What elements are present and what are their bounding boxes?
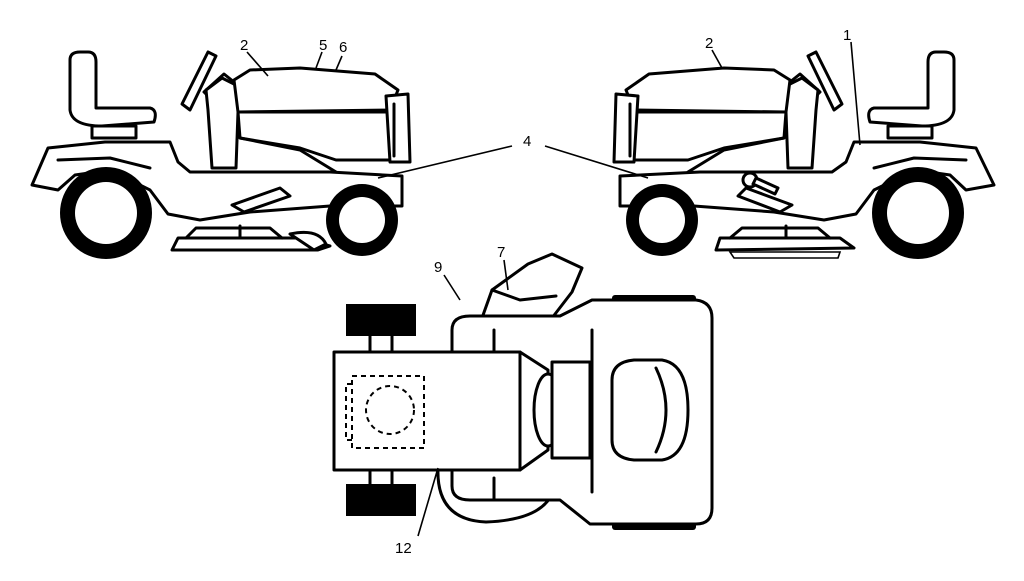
callout-5: 5 xyxy=(319,37,327,54)
steering-wheel-left xyxy=(180,50,218,112)
hood-right xyxy=(624,66,792,114)
rear-wheel-left xyxy=(60,167,152,259)
tractor-left-side-view xyxy=(30,50,412,259)
steering-wheel-right xyxy=(806,50,844,112)
front-tire-bottom xyxy=(346,484,416,516)
grille-left xyxy=(384,92,412,164)
callout-12: 12 xyxy=(395,540,412,557)
callout-2-right: 2 xyxy=(705,35,713,52)
callout-2-left: 2 xyxy=(240,37,248,54)
tractor-right-side-view xyxy=(612,50,996,259)
grille-right xyxy=(612,92,640,164)
leader-lines xyxy=(246,41,861,537)
rear-wheel-right xyxy=(872,167,964,259)
seat-top-view xyxy=(610,358,690,462)
tractor-top-view xyxy=(332,252,714,530)
front-wheel-right xyxy=(626,184,698,256)
callout-1: 1 xyxy=(843,27,851,44)
seat-right xyxy=(867,50,956,128)
mower-deck-left xyxy=(170,224,332,252)
mower-deck-right xyxy=(714,224,856,259)
callout-9: 9 xyxy=(434,259,442,276)
discharge-chute xyxy=(480,252,584,320)
seat-left xyxy=(68,50,157,128)
callout-7: 7 xyxy=(497,244,505,261)
callout-6: 6 xyxy=(339,39,347,56)
front-tire-top xyxy=(346,304,416,336)
hood-left xyxy=(232,66,400,114)
front-wheel-left xyxy=(326,184,398,256)
callout-4: 4 xyxy=(523,133,531,150)
engine-outline xyxy=(351,375,425,449)
